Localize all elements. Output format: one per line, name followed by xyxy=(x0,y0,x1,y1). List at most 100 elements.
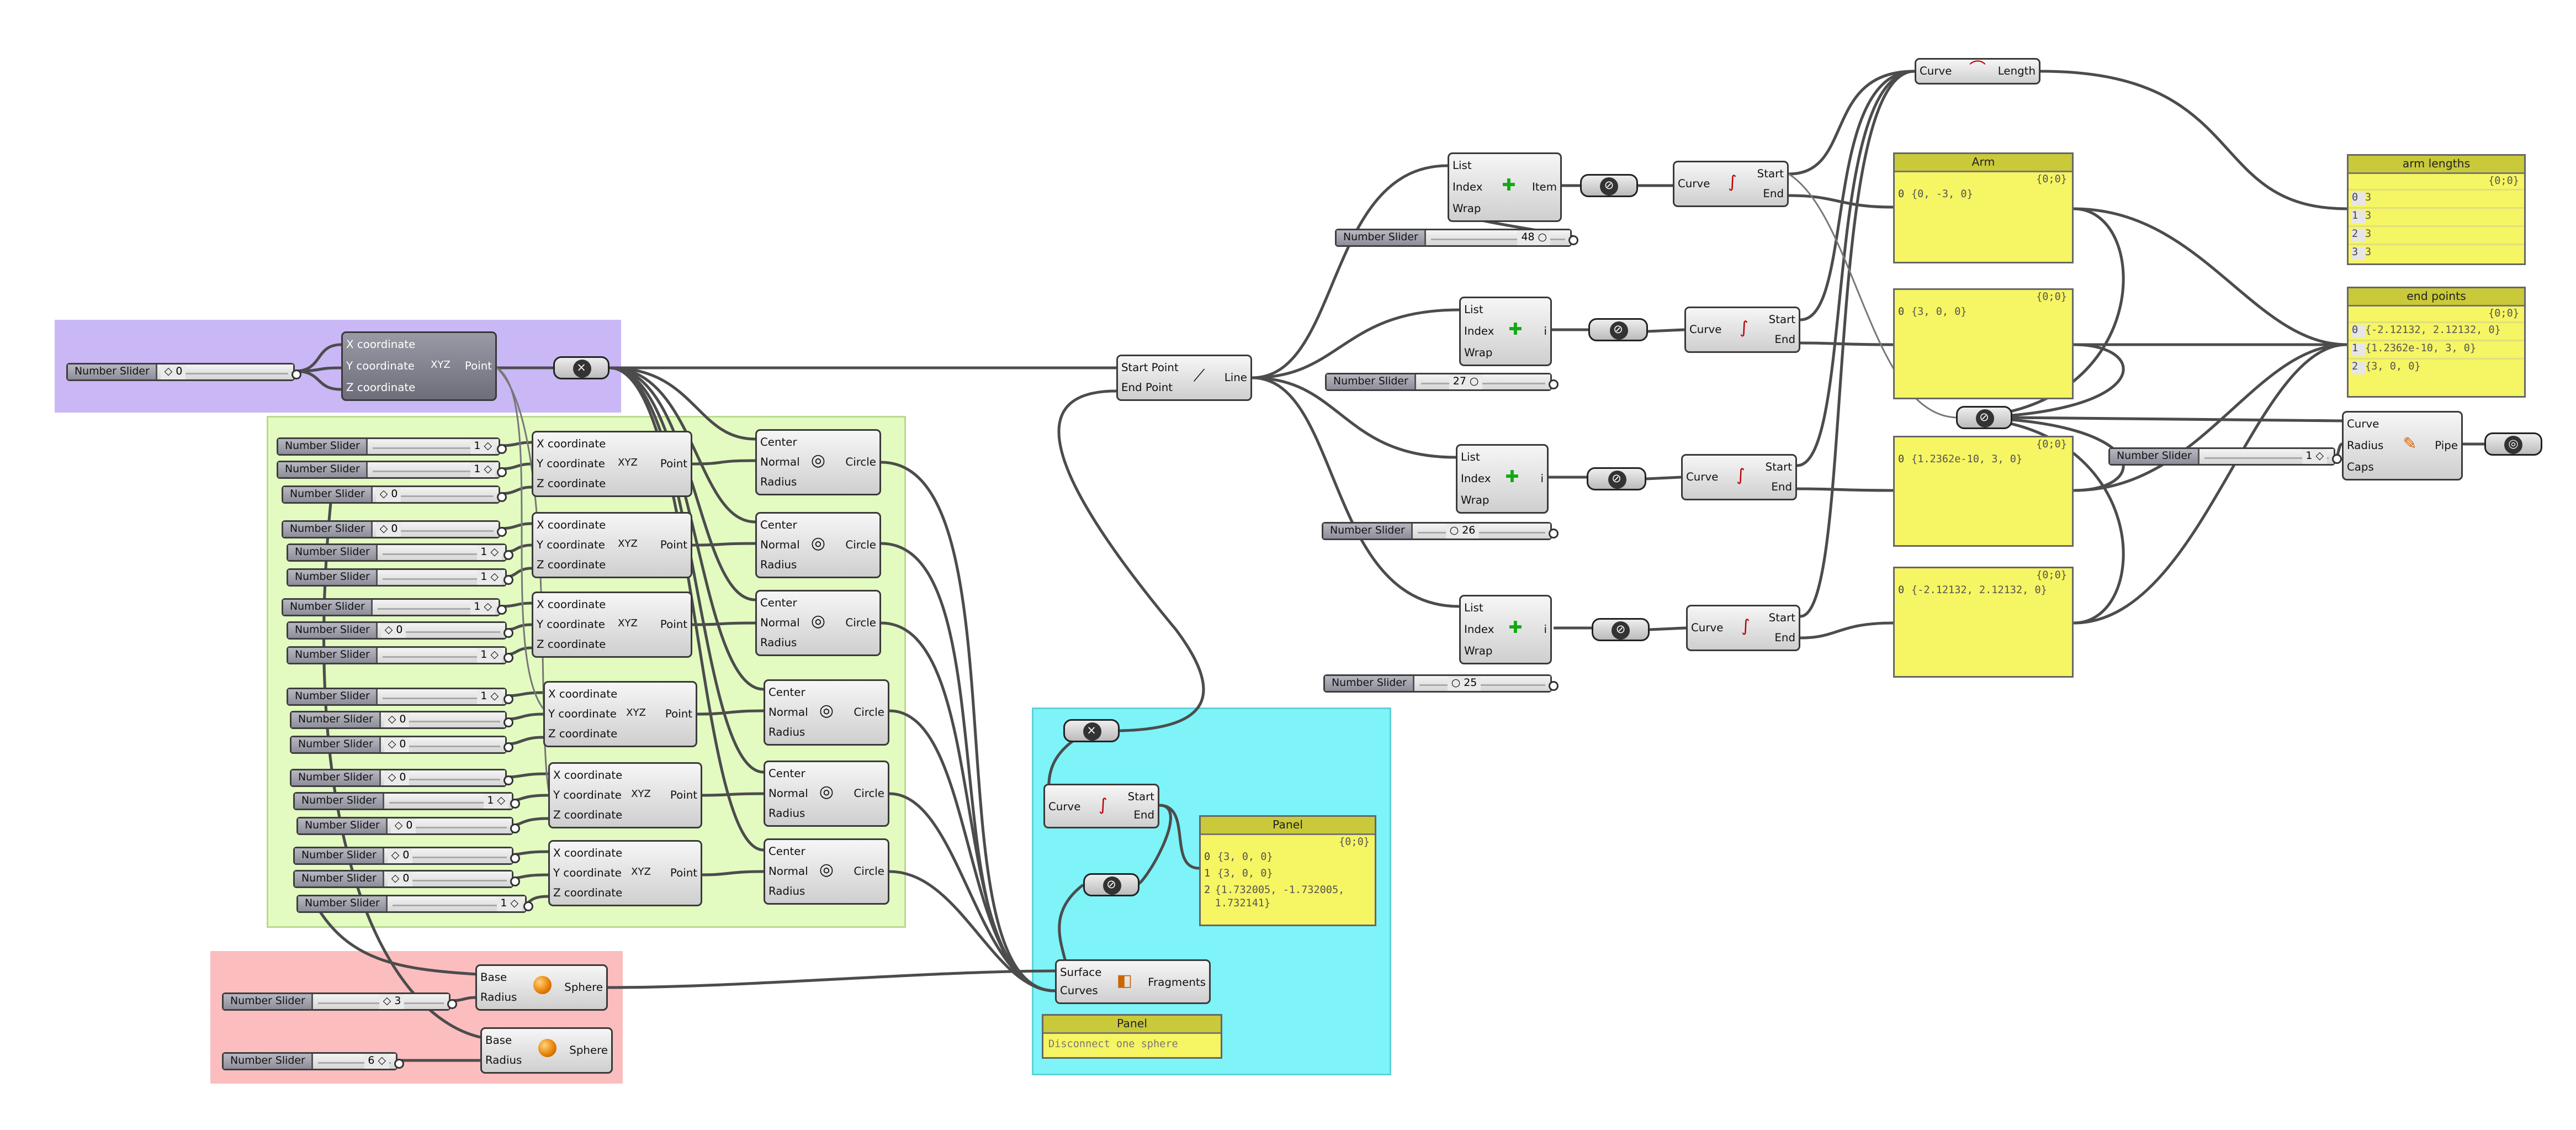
x-input[interactable]: X coordinate xyxy=(553,769,623,782)
index-input[interactable]: Index xyxy=(1461,472,1491,485)
list-input[interactable]: List xyxy=(1464,601,1483,615)
relay-node-2[interactable]: ⊘ xyxy=(1588,318,1648,341)
slider-index-26[interactable]: Number Slider○ 26 xyxy=(1322,522,1559,540)
point-output[interactable]: Point xyxy=(660,618,687,631)
x-input[interactable]: X coordinate xyxy=(537,437,606,451)
point-output[interactable]: Point xyxy=(665,707,692,721)
y-input[interactable]: Y coordinate xyxy=(553,867,622,880)
caps-input[interactable]: Caps xyxy=(2347,460,2374,473)
base-input[interactable]: Base xyxy=(485,1034,512,1047)
radius-input[interactable]: Radius xyxy=(485,1054,522,1067)
curve-input[interactable]: Curve xyxy=(1678,177,1710,191)
radius-input[interactable]: Radius xyxy=(480,991,517,1004)
panel-point-3[interactable]: {0;0} 0{1.2362e-10, 3, 0} xyxy=(1893,436,2074,547)
circle-output[interactable]: Circle xyxy=(854,706,884,719)
line-output[interactable]: Line xyxy=(1224,371,1247,384)
slider-17[interactable]: Number Slider◇ 0 xyxy=(293,870,520,888)
z-input[interactable]: Z coordinate xyxy=(553,886,623,900)
wrap-input[interactable]: Wrap xyxy=(1453,201,1481,215)
start-output[interactable]: Start xyxy=(1765,461,1792,474)
normal-input[interactable]: Normal xyxy=(760,616,800,630)
curve-input[interactable]: Curve xyxy=(1686,471,1719,484)
radius-input[interactable]: Radius xyxy=(768,807,805,820)
length-output[interactable]: Length xyxy=(1997,65,2036,78)
y-input[interactable]: Y coordinate xyxy=(548,707,617,721)
item-output[interactable]: i xyxy=(1544,325,1547,338)
circle-output[interactable]: Circle xyxy=(845,616,876,630)
y-input[interactable]: Y coordinate xyxy=(553,789,622,802)
start-output[interactable]: Start xyxy=(1127,790,1154,804)
x-input[interactable]: X coordinate xyxy=(548,688,618,701)
relay-node[interactable]: × xyxy=(553,356,609,379)
circle-output[interactable]: Circle xyxy=(854,865,884,878)
x-input[interactable]: X coordinate xyxy=(553,847,623,860)
normal-input[interactable]: Normal xyxy=(760,538,800,552)
wrap-input[interactable]: Wrap xyxy=(1464,345,1493,359)
z-input[interactable]: Z coordinate xyxy=(537,558,606,572)
curve-input[interactable]: Curve xyxy=(1048,799,1081,813)
slider-13[interactable]: Number Slider◇ 0 xyxy=(290,769,513,787)
list-input[interactable]: List xyxy=(1453,159,1472,173)
y-input[interactable]: Y coordinate xyxy=(346,359,415,373)
item-output[interactable]: i xyxy=(1544,623,1547,636)
center-input[interactable]: Center xyxy=(760,519,797,532)
end-output[interactable]: End xyxy=(1774,333,1795,346)
normal-input[interactable]: Normal xyxy=(768,706,808,719)
z-input[interactable]: Z coordinate xyxy=(548,727,618,741)
curve-input[interactable]: Curve xyxy=(1691,621,1724,635)
x-input[interactable]: X coordinate xyxy=(537,598,606,611)
y-input[interactable]: Y coordinate xyxy=(537,457,605,471)
end-output[interactable]: End xyxy=(1774,631,1795,645)
panel-cyan[interactable]: Panel {0;0} 0{3, 0, 0} 1{3, 0, 0} 2{1.73… xyxy=(1199,815,1376,926)
surface-input[interactable]: Surface xyxy=(1060,965,1102,979)
radius-input[interactable]: Radius xyxy=(2347,439,2384,452)
circle-output[interactable]: Circle xyxy=(845,456,876,469)
point-output[interactable]: Point xyxy=(670,789,697,802)
circle-output[interactable]: Circle xyxy=(845,538,876,552)
x-input[interactable]: X coordinate xyxy=(537,519,606,532)
end-point-input[interactable]: End Point xyxy=(1121,381,1173,394)
relay-node-cyan[interactable]: × xyxy=(1063,719,1120,742)
normal-input[interactable]: Normal xyxy=(768,865,808,878)
slider-15[interactable]: Number Slider◇ 0 xyxy=(296,817,520,835)
radius-input[interactable]: Radius xyxy=(760,476,797,489)
index-input[interactable]: Index xyxy=(1453,180,1483,194)
point-output[interactable]: Point xyxy=(670,867,697,880)
relay-node-cyan-2[interactable]: ⊘ xyxy=(1083,873,1139,896)
point-output[interactable]: Point xyxy=(660,538,687,552)
wrap-input[interactable]: Wrap xyxy=(1461,493,1490,506)
center-input[interactable]: Center xyxy=(760,436,797,449)
y-input[interactable]: Y coordinate xyxy=(537,618,605,631)
curve-input[interactable]: Curve xyxy=(1689,323,1722,336)
panel-point-4[interactable]: {0;0} 0{-2.12132, 2.12132, 0} xyxy=(1893,567,2074,678)
start-output[interactable]: Start xyxy=(1768,313,1795,326)
normal-input[interactable]: Normal xyxy=(768,787,808,800)
start-output[interactable]: Start xyxy=(1768,611,1795,625)
wrap-input[interactable]: Wrap xyxy=(1464,643,1493,657)
